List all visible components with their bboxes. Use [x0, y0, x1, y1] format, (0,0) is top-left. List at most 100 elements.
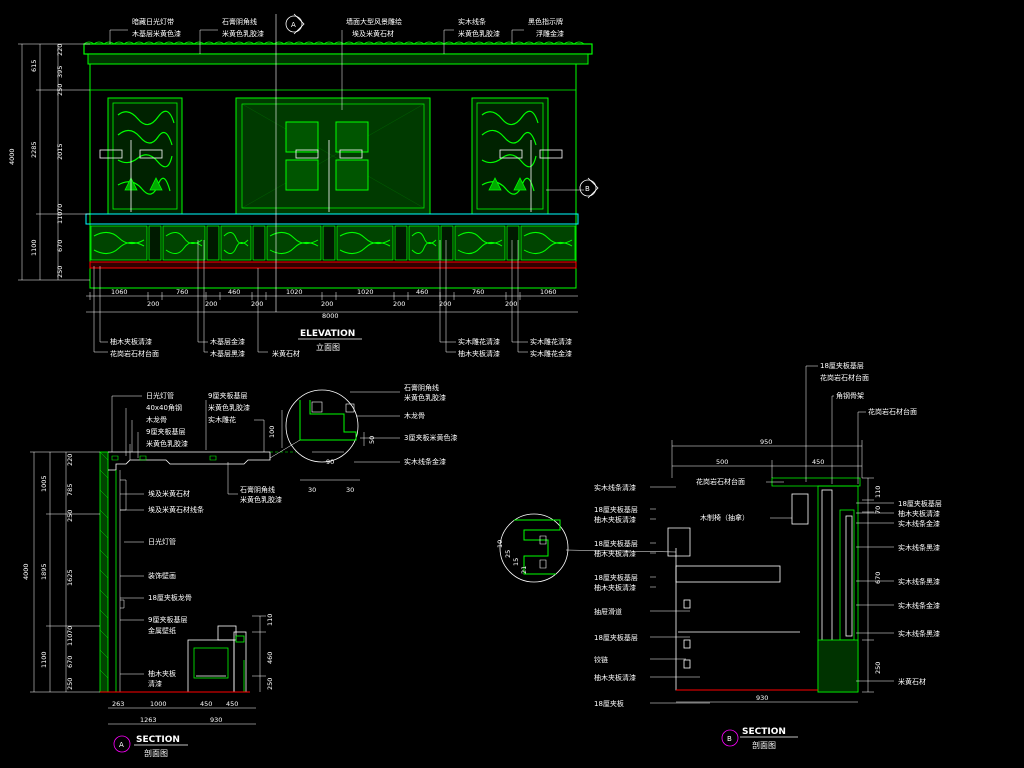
sb-right-label: 米黄石材	[898, 677, 926, 686]
section-b-title-marker	[721, 729, 739, 747]
sb-top-label-3: 角钢骨架	[836, 391, 864, 400]
bottom-label-4b: 柚木夹板清漆	[458, 349, 500, 358]
sa-label-top-1: 9厘夹板基层	[208, 391, 247, 400]
sa-detail-label-1: 石膏阴角线	[404, 383, 439, 392]
carved-panel	[162, 225, 206, 261]
elevation-view: A B 暗藏日光灯带 木基层米黄色漆 石膏阴角线 米黄色乳胶漆 墙面大型风景雕绘…	[8, 13, 599, 358]
sb-left-label: 柚木夹板清漆	[594, 583, 636, 592]
elevation-left-dim-labels: 4000 615 2285 1100 220 395 250 2015 70 1…	[8, 44, 64, 278]
carving-ornament	[523, 232, 573, 254]
sb-left-label: 铰链	[594, 655, 608, 664]
detail-dim-90: 90	[326, 458, 334, 466]
sa-detail-label-4: 3厘夹板米黄色漆	[404, 433, 457, 442]
carved-panel	[220, 225, 252, 261]
sa-dim-outer-3: 1100	[40, 651, 48, 668]
sa-label-angle-steel: 40x40角钢	[146, 403, 182, 412]
dim-inner-7: 670	[56, 240, 64, 252]
sa-label-light: 日光灯管	[148, 537, 176, 546]
pilaster	[322, 225, 336, 261]
sa-dim-b-1000: 1000	[150, 700, 167, 708]
sb-left-label: 柚木夹板清漆	[594, 515, 636, 524]
sb-right-label: 实木线条金漆	[898, 601, 940, 610]
sa-dim-outer-1: 1005	[40, 475, 48, 492]
section-a-title: SECTION	[136, 735, 180, 745]
sa-ceiling-label-2: 米黄色乳胶漆	[240, 495, 282, 504]
section-marker-b-label: B	[585, 185, 590, 193]
section-a-title-marker	[113, 735, 131, 753]
top-label-3b: 埃及米黄石材	[352, 29, 394, 38]
sb-inner-label-2: 木制椅（抽拿）	[700, 513, 749, 522]
counter-front-panels	[90, 225, 576, 261]
dim-inner-2: 395	[56, 66, 64, 78]
counter-top	[85, 213, 579, 225]
dim-outer-1: 615	[30, 60, 38, 72]
sb-inner-label-1: 花岗岩石材台面	[696, 477, 745, 486]
section-b-left-labels: 实木线条清漆18厘夹板基层柚木夹板清漆18厘夹板基层柚木夹板清漆18厘夹板基层柚…	[594, 483, 710, 708]
top-label-5b: 浮雕金漆	[536, 29, 564, 38]
top-label-4a: 实木线条	[458, 17, 486, 26]
sb-dim-930: 930	[756, 694, 768, 702]
bottom-label-1b: 花岗岩石材台面	[110, 349, 159, 358]
dim-inner-6: 110	[56, 212, 64, 224]
pilaster	[252, 225, 266, 261]
sa-dim-right-2: 460	[266, 652, 274, 664]
sa-dim-right-3: 250	[266, 678, 274, 690]
pilaster	[206, 225, 220, 261]
elevation-bottom-dim: 760	[176, 288, 188, 296]
top-label-4b: 米黄色乳胶漆	[458, 29, 500, 38]
sb-top-label-1: 18厘夹板基层	[820, 361, 864, 370]
sa-label-top-3: 实木雕花	[208, 415, 236, 424]
section-b-title-marker-label: B	[727, 735, 732, 743]
sa-dim-inner-4: 1625	[66, 569, 74, 586]
section-marker-a	[285, 15, 303, 33]
sa-dim-b-1263: 1263	[140, 716, 157, 724]
pilaster	[394, 225, 408, 261]
elevation-subtitle: 立面图	[316, 342, 340, 352]
elevation-top-labels: 暗藏日光灯带 木基层米黄色漆 石膏阴角线 米黄色乳胶漆 墙面大型风景雕绘 埃及米…	[109, 17, 564, 110]
elevation-bottom-dim: 1020	[357, 288, 374, 296]
top-label-1b: 木基层米黄色漆	[132, 29, 181, 38]
sb-right-label: 18厘夹板基层	[898, 499, 942, 508]
bottom-label-1a: 柚木夹板清漆	[110, 337, 152, 346]
carved-panel	[520, 225, 576, 261]
elevation-title: ELEVATION	[300, 329, 355, 339]
sb-dim-450: 450	[812, 458, 824, 466]
section-a-detail-dims	[281, 410, 365, 481]
sb-dim-right-3: 670	[874, 572, 882, 584]
carved-panel	[266, 225, 322, 261]
dim-inner-4: 2015	[56, 143, 64, 160]
elevation-bottom-dim: 200	[439, 300, 451, 308]
sb-dim-right-2: 70	[874, 506, 882, 514]
sa-detail-label-3: 木龙骨	[404, 411, 425, 420]
sa-dim-inner-3: 250	[66, 510, 74, 522]
top-label-5a: 黑色指示牌	[528, 17, 563, 26]
sa-label-wood-keel: 木龙骨	[146, 415, 167, 424]
sb-left-label: 18厘夹板	[594, 699, 624, 708]
cornice-band	[83, 43, 593, 55]
sa-label-mural: 装饰壁画	[148, 571, 176, 580]
carving-ornament	[93, 232, 145, 254]
elevation-bottom-dim-labels: 1060200760200460200102020010202004602007…	[89, 288, 557, 308]
sa-dim-right-1: 110	[266, 614, 274, 626]
carved-panel	[408, 225, 440, 261]
carving-ornament	[339, 232, 391, 254]
sa-label-teak: 柚木夹板	[148, 669, 176, 678]
sa-dim-inner-7: 670	[66, 656, 74, 668]
section-a-left-dimensions	[30, 451, 100, 693]
sb-left-label: 柚木夹板清漆	[594, 673, 636, 682]
bottom-label-4a: 实木雕花清漆	[458, 337, 500, 346]
top-label-3a: 墙面大型风景雕绘	[346, 17, 402, 26]
bottom-label-5b: 实木雕花金漆	[530, 349, 572, 358]
sb-dim-500: 500	[716, 458, 728, 466]
top-label-2a: 石膏阴角线	[222, 17, 257, 26]
section-a-title-marker-label: A	[119, 741, 124, 749]
pilaster	[148, 225, 162, 261]
carved-panel	[336, 225, 394, 261]
elevation-bottom-dim: 200	[251, 300, 263, 308]
elevation-bottom-dim: 1060	[540, 288, 557, 296]
cornice-lower	[87, 53, 589, 65]
sa-dim-total: 4000	[22, 563, 30, 580]
section-b-subtitle: 剖面图	[752, 740, 776, 750]
section-b-view: 10 25 15 21 950 500 450 930 110 70 670	[496, 361, 942, 750]
sa-label-plywood: 9厘夹板基层	[146, 427, 185, 436]
